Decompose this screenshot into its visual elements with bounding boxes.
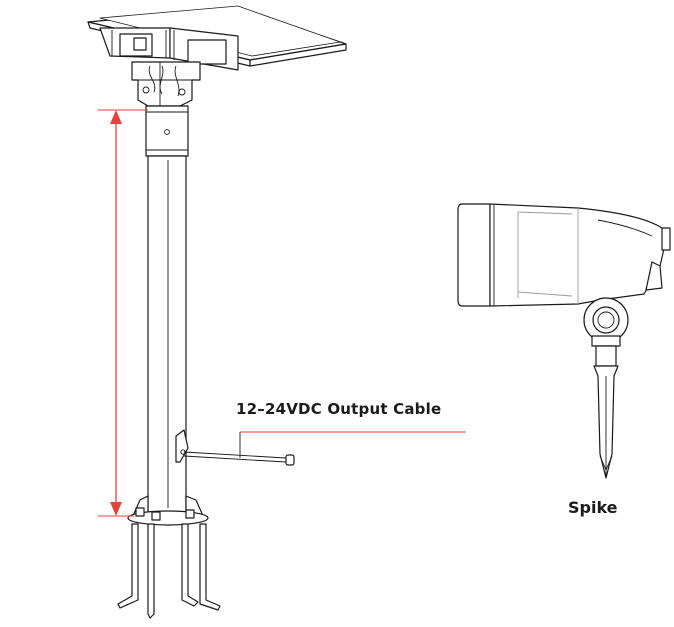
pole-icon bbox=[117, 61, 295, 619]
output-cable-label: 12–24VDC Output Cable bbox=[236, 400, 442, 418]
solar-panel-icon bbox=[87, 5, 347, 71]
spotlight-icon bbox=[457, 203, 671, 479]
spike-label: Spike bbox=[568, 498, 618, 517]
height-dimension bbox=[98, 109, 148, 517]
